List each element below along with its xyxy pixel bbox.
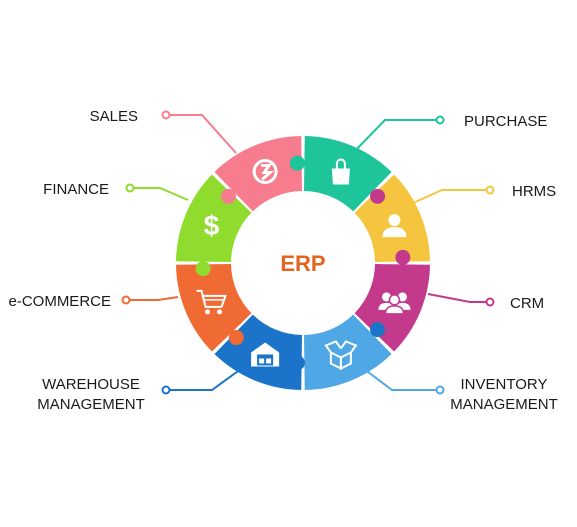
connector-dot-purchase — [435, 115, 445, 125]
label-sales: SALES — [90, 108, 138, 125]
puzzle-knob — [395, 249, 411, 265]
shopping-cart-icon — [196, 289, 227, 315]
segment-inventory — [304, 314, 392, 390]
puzzle-knob — [220, 188, 236, 204]
label-hrms: HRMS — [512, 183, 556, 200]
connector-dot-sales — [161, 110, 171, 120]
connector-warehouse — [166, 365, 246, 391]
warehouse-icon — [251, 342, 280, 367]
connector-purchase — [347, 119, 440, 159]
connectors — [121, 110, 495, 395]
connector-dot-hrms — [485, 185, 495, 195]
money-icon — [252, 159, 278, 185]
connector-finance — [130, 187, 189, 201]
puzzle-knob — [228, 330, 244, 346]
connector-crm — [427, 293, 490, 303]
connector-inventory — [359, 365, 440, 391]
segment-icons: $ — [196, 158, 411, 371]
connector-hrms — [401, 189, 490, 209]
segment-sales — [214, 136, 302, 212]
puzzle-knob — [289, 155, 305, 171]
connector-dot-warehouse — [161, 385, 171, 395]
puzzle-knob — [195, 261, 211, 277]
label-finance: FINANCE — [43, 181, 109, 198]
center-label: ERP — [280, 251, 325, 276]
shopping-bag-icon — [331, 158, 350, 185]
connector-dot-finance — [125, 183, 135, 193]
connector-ecommerce — [126, 296, 179, 301]
dollar-icon: $ — [204, 210, 220, 241]
puzzle-knob — [370, 322, 386, 338]
svg-text:$: $ — [204, 210, 220, 241]
label-ecommerce: e-COMMERCE — [8, 293, 111, 310]
label-crm: CRM — [510, 295, 544, 312]
ring-segments — [176, 136, 430, 390]
people-group-icon — [378, 292, 411, 315]
person-icon — [382, 214, 407, 238]
puzzle-knob — [289, 355, 305, 371]
connector-dot-inventory — [435, 385, 445, 395]
connector-sales — [166, 114, 237, 154]
open-box-icon — [324, 340, 358, 371]
puzzle-knob — [370, 188, 386, 204]
label-purchase: PURCHASE — [464, 113, 547, 130]
connector-dot-ecommerce — [121, 295, 131, 305]
connector-dot-crm — [485, 297, 495, 307]
